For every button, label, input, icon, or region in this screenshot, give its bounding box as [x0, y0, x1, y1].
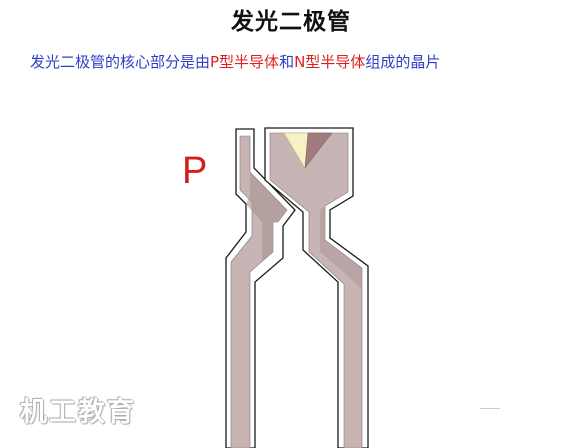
subtitle-part-end: 组成的晶片 — [365, 53, 441, 71]
p-type-label: P — [182, 150, 208, 192]
subtitle-part-n-type: N型半导体 — [294, 53, 366, 71]
watermark-logo: 机工教育 — [20, 397, 136, 428]
subtitle: 发光二极管的核心部分是由P型半导体和N型半导体组成的晶片 — [30, 51, 440, 72]
left-lead-shadow — [246, 172, 287, 262]
subtitle-part-p-type: P型半导体 — [210, 53, 280, 71]
right-lead — [264, 127, 369, 448]
left-lead — [225, 128, 296, 448]
subtitle-part-and: 和 — [279, 53, 295, 71]
right-lead-shadow — [320, 206, 362, 290]
subtitle-part-1: 发光二极管的核心部分是由 — [30, 53, 211, 71]
right-lead-outline — [264, 127, 369, 448]
page-title: 发光二极管 — [231, 8, 351, 35]
led-chip-dark — [304, 132, 333, 169]
right-lead-fill — [269, 132, 363, 448]
corner-divider — [480, 408, 500, 409]
